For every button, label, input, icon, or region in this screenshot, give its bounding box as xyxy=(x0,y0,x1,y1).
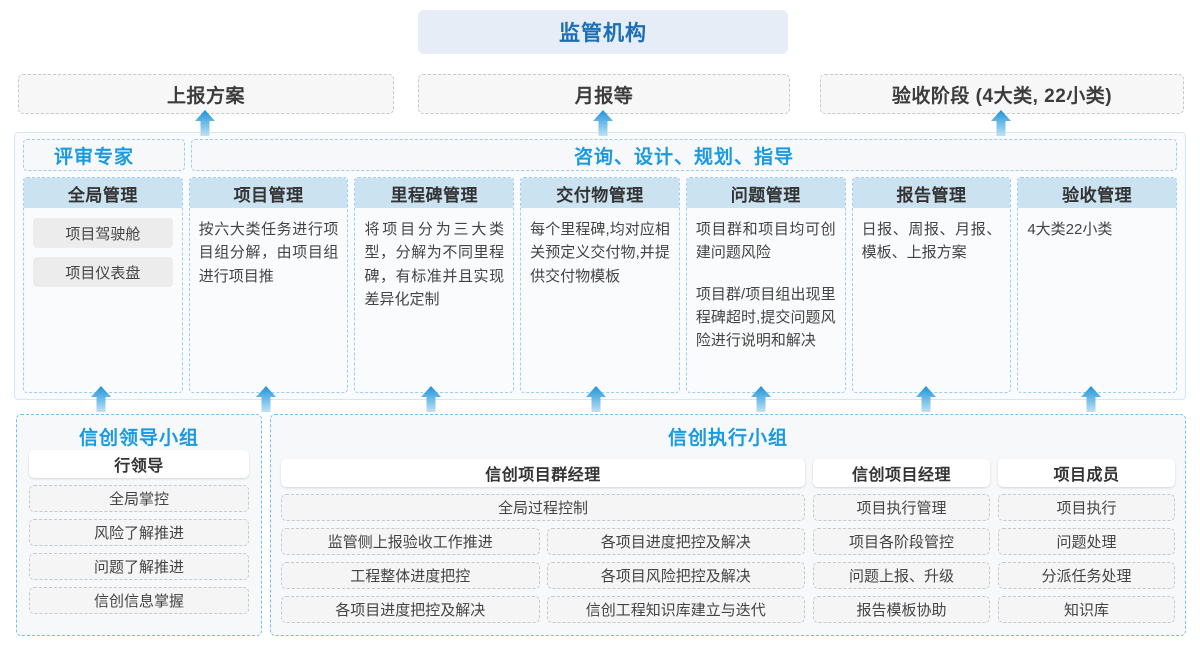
column-header: 问题管理 xyxy=(686,178,845,208)
middle-banner-row: 评审专家 咨询、设计、规划、指导 xyxy=(23,139,1177,171)
arrow-up-icon xyxy=(585,386,607,412)
list-item[interactable]: 报告模板协助 xyxy=(813,596,990,623)
arrow-up-icon xyxy=(1080,386,1102,412)
column-paragraph: 将项目分为三大类型，分解为不同里程碑，有标准并且实现差异化定制 xyxy=(364,221,505,308)
top-authority-label: 监管机构 xyxy=(559,22,647,45)
column-header: 全局管理 xyxy=(24,178,182,208)
execution-col-head[interactable]: 信创项目经理 xyxy=(813,459,990,487)
column-body: 每个里程碑,均对应相关预定义交付物,并提供交付物模板 xyxy=(521,208,679,392)
list-item[interactable]: 问题处理 xyxy=(998,528,1175,555)
top-box-monthly-report: 月报等 xyxy=(418,74,790,114)
execution-col-program-manager: 信创项目群经理 全局过程控制 监管侧上报验收工作推进 各项目进度把控及解决 工程… xyxy=(281,459,805,627)
column-paragraph: 按六大类任务进行项目组分解，由项目组进行项目推 xyxy=(198,221,339,285)
column-issue-management: 问题管理 项目群和项目均可创建问题风险 项目群/项目组出现里程碑超时,提交问题风… xyxy=(685,177,846,393)
column-body: 项目驾驶舱 项目仪表盘 xyxy=(24,208,182,392)
top-box-report-plan: 上报方案 xyxy=(18,74,394,114)
list-item[interactable]: 知识库 xyxy=(998,596,1175,623)
list-item[interactable]: 全局掌控 xyxy=(29,485,249,512)
top-box-label: 上报方案 xyxy=(166,85,245,107)
execution-group-title: 信创执行小组 xyxy=(667,428,788,449)
column-header: 报告管理 xyxy=(852,178,1011,208)
leadership-group-body: 行领导 全局掌控 风险了解推进 问题了解推进 信创信息掌握 xyxy=(17,450,261,614)
column-report-management: 报告管理 日报、周报、月报、模板、上报方案 xyxy=(851,177,1012,393)
arrow-up-icon xyxy=(90,386,112,412)
column-acceptance-management: 验收管理 4大类22小类 xyxy=(1017,177,1178,393)
column-paragraph: 4大类22小类 xyxy=(1027,221,1113,238)
list-item[interactable]: 问题上报、升级 xyxy=(813,562,990,589)
column-header: 交付物管理 xyxy=(521,178,679,208)
column-deliverable-management: 交付物管理 每个里程碑,均对应相关预定义交付物,并提供交付物模板 xyxy=(520,177,680,393)
list-item[interactable]: 各项目风险把控及解决 xyxy=(546,562,805,589)
banner-label: 评审专家 xyxy=(54,146,135,168)
middle-section: 评审专家 咨询、设计、规划、指导 全局管理 项目驾驶舱 项目仪表盘 项目管理 按… xyxy=(14,132,1186,400)
column-paragraph: 日报、周报、月报、模板、上报方案 xyxy=(861,221,1002,262)
banner-consulting-design: 咨询、设计、规划、指导 xyxy=(191,139,1177,171)
top-box-label: 月报等 xyxy=(574,85,634,107)
column-paragraph: 项目群和项目均可创建问题风险 xyxy=(695,221,836,262)
pill-item[interactable]: 项目驾驶舱 xyxy=(33,218,173,248)
column-body: 将项目分为三大类型，分解为不同里程碑，有标准并且实现差异化定制 xyxy=(355,208,513,392)
execution-col-head[interactable]: 信创项目群经理 xyxy=(281,459,805,487)
column-paragraph: 项目群/项目组出现里程碑超时,提交问题风险进行说明和解决 xyxy=(695,285,836,350)
list-item[interactable]: 分派任务处理 xyxy=(998,562,1175,589)
column-project-management: 项目管理 按六大类任务进行项目组分解，由项目组进行项目推 xyxy=(188,177,349,393)
leadership-group-panel: 信创领导小组 行领导 全局掌控 风险了解推进 问题了解推进 信创信息掌握 xyxy=(16,414,262,636)
arrow-up-icon xyxy=(194,110,216,136)
list-item[interactable]: 全局过程控制 xyxy=(281,494,805,521)
list-item[interactable]: 项目执行 xyxy=(998,494,1175,521)
list-item[interactable]: 项目各阶段管控 xyxy=(813,528,990,555)
execution-column-row: 信创项目群经理 全局过程控制 监管侧上报验收工作推进 各项目进度把控及解决 工程… xyxy=(281,459,1175,627)
execution-full-item-wrap: 全局过程控制 xyxy=(281,494,805,521)
banner-review-experts: 评审专家 xyxy=(23,139,185,171)
pill-item[interactable]: 项目仪表盘 xyxy=(33,257,173,287)
arrow-up-icon xyxy=(990,110,1012,136)
list-item[interactable]: 风险了解推进 xyxy=(29,519,249,546)
arrow-up-icon xyxy=(420,386,442,412)
leadership-group-title: 信创领导小组 xyxy=(78,428,199,449)
execution-item-list: 项目执行 问题处理 分派任务处理 知识库 xyxy=(998,494,1175,623)
column-header: 项目管理 xyxy=(189,178,348,208)
column-body: 日报、周报、月报、模板、上报方案 xyxy=(853,208,1011,392)
execution-group-panel: 信创执行小组 信创项目群经理 全局过程控制 监管侧上报验收工作推进 各项目进度把… xyxy=(270,414,1186,636)
arrow-up-icon xyxy=(915,386,937,412)
execution-item-list: 项目执行管理 项目各阶段管控 问题上报、升级 报告模板协助 xyxy=(813,494,990,623)
column-global-management: 全局管理 项目驾驶舱 项目仪表盘 xyxy=(23,177,183,393)
list-item[interactable]: 监管侧上报验收工作推进 xyxy=(281,528,540,555)
column-header: 里程碑管理 xyxy=(355,178,514,208)
execution-col-project-member: 项目成员 项目执行 问题处理 分派任务处理 知识库 xyxy=(998,459,1175,627)
list-item[interactable]: 工程整体进度把控 xyxy=(281,562,540,589)
column-body: 项目群和项目均可创建问题风险 项目群/项目组出现里程碑超时,提交问题风险进行说明… xyxy=(687,208,845,392)
leadership-item-list: 全局掌控 风险了解推进 问题了解推进 信创信息掌握 xyxy=(29,485,249,614)
list-item[interactable]: 问题了解推进 xyxy=(29,553,249,580)
list-item[interactable]: 信创工程知识库建立与迭代 xyxy=(546,596,805,623)
arrow-up-icon xyxy=(255,386,277,412)
banner-label: 咨询、设计、规划、指导 xyxy=(573,146,794,168)
top-authority-box: 监管机构 xyxy=(418,10,788,54)
column-header: 验收管理 xyxy=(1018,178,1177,208)
column-milestone-management: 里程碑管理 将项目分为三大类型，分解为不同里程碑，有标准并且实现差异化定制 xyxy=(354,177,515,393)
list-item[interactable]: 各项目进度把控及解决 xyxy=(546,528,805,555)
execution-grid-list: 监管侧上报验收工作推进 各项目进度把控及解决 工程整体进度把控 各项目风险把控及… xyxy=(281,528,805,623)
column-paragraph: 每个里程碑,均对应相关预定义交付物,并提供交付物模板 xyxy=(530,221,670,285)
list-item[interactable]: 信创信息掌握 xyxy=(29,587,249,614)
list-item[interactable]: 各项目进度把控及解决 xyxy=(281,596,540,623)
column-body: 4大类22小类 xyxy=(1018,208,1176,392)
execution-col-head[interactable]: 项目成员 xyxy=(998,459,1175,487)
middle-column-row: 全局管理 项目驾驶舱 项目仪表盘 项目管理 按六大类任务进行项目组分解，由项目组… xyxy=(23,177,1178,393)
arrow-up-icon xyxy=(592,110,614,136)
column-body: 按六大类任务进行项目组分解，由项目组进行项目推 xyxy=(190,208,348,392)
top-box-acceptance-stage: 验收阶段 (4大类, 22小类) xyxy=(820,74,1184,114)
top-box-label: 验收阶段 (4大类, 22小类) xyxy=(891,85,1113,107)
list-item[interactable]: 项目执行管理 xyxy=(813,494,990,521)
leadership-head-item[interactable]: 行领导 xyxy=(29,450,249,478)
execution-col-project-manager: 信创项目经理 项目执行管理 项目各阶段管控 问题上报、升级 报告模板协助 xyxy=(813,459,990,627)
arrow-up-icon xyxy=(750,386,772,412)
